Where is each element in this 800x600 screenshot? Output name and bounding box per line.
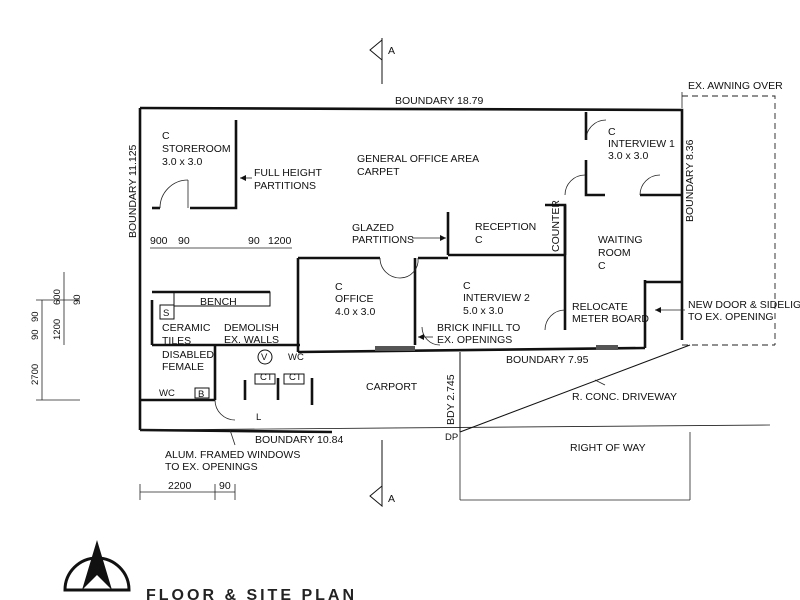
waiting-c: C [598, 260, 606, 272]
boundary-right-label: BOUNDARY 8.36 [684, 139, 696, 222]
interview1-size: 3.0 x 3.0 [608, 150, 648, 162]
dp-label: DP [445, 432, 458, 443]
disabled-label-1: DISABLED [162, 349, 214, 361]
full-height-arrow [240, 175, 252, 181]
wc-mark-1: WC [159, 388, 175, 399]
alum-label-2: TO EX. OPENINGS [165, 461, 258, 473]
sink-mark: S [163, 308, 169, 319]
interview2-size: 5.0 x 3.0 [463, 305, 503, 317]
north-arrow-icon [63, 540, 131, 592]
office-c: C [335, 281, 343, 293]
section-mark-top-label: A [388, 45, 395, 57]
dim-1200: 1200 [268, 235, 292, 247]
driveway-label: R. CONC. DRIVEWAY [572, 391, 677, 403]
bdy-side-label: BDY 2.745 [445, 374, 457, 425]
brick-label-1: BRICK INFILL TO [437, 322, 520, 334]
office-size: 4.0 x 3.0 [335, 306, 375, 318]
full-height-label-2: PARTITIONS [254, 180, 316, 192]
ceramic-label-1: CERAMIC [162, 322, 211, 334]
dim-left-90c: 90 [30, 329, 41, 340]
ct-mark-2: CT [289, 372, 302, 383]
ex-awning-label: EX. AWNING OVER [688, 80, 783, 92]
door-swings [159, 119, 661, 421]
general-office-label: GENERAL OFFICE AREA [357, 153, 479, 165]
office-label: OFFICE [335, 293, 374, 305]
site-lines [139, 92, 776, 501]
relocate-label-1: RELOCATE [572, 301, 628, 313]
new-door-label-2: TO EX. OPENING [688, 311, 774, 323]
full-height-label-1: FULL HEIGHT [254, 167, 322, 179]
storeroom-label: STOREROOM [162, 143, 231, 155]
brick-arrow [418, 334, 433, 340]
carpet-label: CARPET [357, 166, 400, 178]
boundary-bottom-label: BOUNDARY 10.84 [255, 434, 343, 446]
outer-walls [138, 106, 684, 434]
glazed-label-1: GLAZED [352, 222, 394, 234]
basin-mark: V [261, 352, 268, 363]
dim-900: 900 [150, 235, 168, 247]
ct-mark-1: CT [260, 372, 273, 383]
glazed-label-2: PARTITIONS [352, 234, 414, 246]
new-door-arrow [655, 307, 685, 313]
l-mark: L [256, 412, 261, 423]
brick-label-2: EX. OPENINGS [437, 334, 512, 346]
section-mark-bottom-label: A [388, 493, 395, 505]
reception-c: C [475, 234, 483, 246]
dim-90b: 90 [248, 235, 260, 247]
dim-left-1200: 1200 [52, 319, 63, 340]
dim-left-90: 90 [30, 311, 41, 322]
glazed-arrow [412, 235, 446, 241]
fixtures: S V WC WC CT CT B L [159, 291, 618, 423]
interview1-c: C [608, 126, 616, 138]
counter-label: COUNTER [550, 200, 562, 252]
boundary-left-label: BOUNDARY 11.125 [127, 144, 139, 238]
alum-label-1: ALUM. FRAMED WINDOWS [165, 449, 300, 461]
section-mark-bottom: A [369, 440, 395, 508]
dim-left-2700: 2700 [30, 364, 41, 385]
demolish-label-2: EX. WALLS [224, 334, 279, 346]
plan-title: FLOOR & SITE PLAN [146, 587, 357, 600]
waiting-label-1: WAITING [598, 234, 643, 246]
dim-90c: 90 [219, 480, 231, 492]
interview2-c: C [463, 280, 471, 292]
storeroom-size: 3.0 x 3.0 [162, 156, 202, 168]
boundary-top-label: BOUNDARY 18.79 [395, 95, 483, 107]
relocate-label-2: METER BOARD [572, 313, 649, 325]
dim-90a: 90 [178, 235, 190, 247]
new-door-label-1: NEW DOOR & SIDELIGH [688, 299, 800, 311]
dim-left-90b: 90 [72, 294, 83, 305]
ceramic-label-2: TILES [162, 335, 191, 347]
interview2-label: INTERVIEW 2 [463, 292, 530, 304]
b-mark: B [198, 389, 204, 400]
section-mark-top: A [369, 38, 395, 84]
demolish-label-1: DEMOLISH [224, 322, 279, 334]
reception-label: RECEPTION [475, 221, 536, 233]
dim-left-600: 600 [52, 289, 63, 305]
dim-2200: 2200 [168, 480, 192, 492]
wc-mark-2: WC [288, 352, 304, 363]
interview1-label: INTERVIEW 1 [608, 138, 675, 150]
bottom-dimension [139, 484, 236, 500]
right-of-way-label: RIGHT OF WAY [570, 442, 646, 454]
carport-label: CARPORT [366, 381, 418, 393]
storeroom-c: C [162, 130, 170, 142]
waiting-label-2: ROOM [598, 247, 631, 259]
interior-walls [150, 112, 682, 405]
boundary-mid-label: BOUNDARY 7.95 [506, 354, 589, 366]
disabled-label-2: FEMALE [162, 361, 204, 373]
bench-label: BENCH [200, 296, 237, 308]
left-dimension [36, 272, 80, 401]
